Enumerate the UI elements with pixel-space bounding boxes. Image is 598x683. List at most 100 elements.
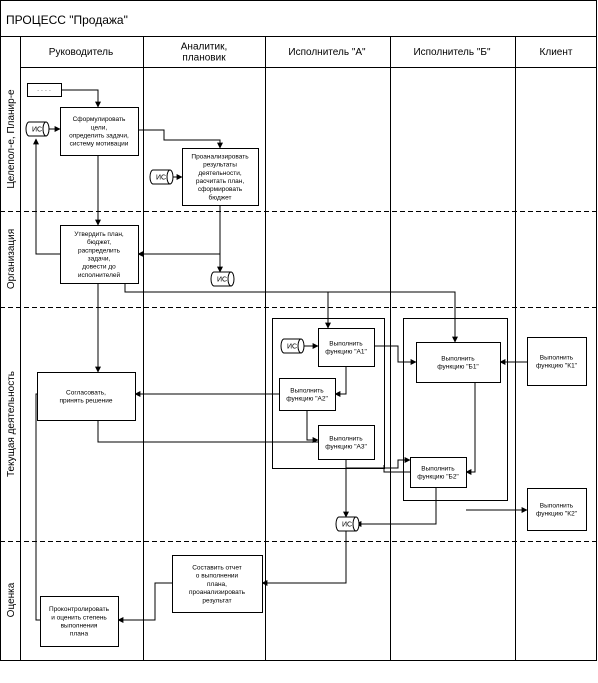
data-store-rim xyxy=(352,516,357,532)
block-k1 xyxy=(527,337,587,386)
block-a1-line-1: Выполнить xyxy=(329,340,363,347)
block-agree-line-2: принять решение xyxy=(60,398,113,405)
block-approve-line-1: Утвердить план, xyxy=(74,231,124,238)
block-b2 xyxy=(410,457,467,488)
block-b2-line-2: функцию "Б2" xyxy=(417,474,459,481)
block-k1-line-1: Выполнить xyxy=(540,354,574,361)
block-k2-line-1: Выполнить xyxy=(540,502,574,509)
block-k1-line-2: функцию "К1" xyxy=(536,363,578,370)
block-control-line-3: выполнения xyxy=(61,623,98,630)
flow-arrow-10 xyxy=(124,283,331,329)
lane-label-4: Оценка xyxy=(6,582,17,617)
block-agree-line-1: Согласовать, xyxy=(66,389,106,396)
block-a1-line-2: функцию "А1" xyxy=(325,349,367,356)
data-store-rim xyxy=(166,169,171,185)
block-analyze-line-6: бюджет xyxy=(209,193,232,201)
column-header-5-line-1: Клиент xyxy=(540,47,573,58)
column-header-1-line-1: Руководитель xyxy=(49,47,113,58)
block-approve xyxy=(60,225,139,284)
flow-arrow-17 xyxy=(97,420,318,443)
data-store-label: ИС xyxy=(342,522,352,529)
block-a3-line-1: Выполнить xyxy=(329,435,363,442)
data-store-label: ИС xyxy=(156,175,166,182)
data-store-rim xyxy=(227,271,232,287)
data-store-is4: ИС xyxy=(280,338,305,354)
block-a3-line-2: функцию "А3" xyxy=(325,444,367,451)
flow-arrow-22 xyxy=(355,487,437,527)
block-control-line-2: и оценить степень xyxy=(51,614,107,621)
block-a2 xyxy=(279,378,336,411)
block-report-line-4: проанализировать xyxy=(189,589,246,596)
block-control-line-4: плана xyxy=(70,631,89,638)
block-report-line-2: о выполнении xyxy=(196,573,239,580)
block-analyze-line-3: деятельности, xyxy=(198,170,241,177)
block-goals-line-2: цели, xyxy=(91,124,107,131)
block-approve-line-6: исполнителей xyxy=(78,271,121,279)
block-b1-line-2: функцию "Б1" xyxy=(437,364,479,371)
flow-arrow-23 xyxy=(346,457,411,469)
block-b2-line-1: Выполнить xyxy=(421,465,455,472)
diagram-frame xyxy=(0,0,597,661)
block-analyze-line-5: сформировать xyxy=(198,186,243,193)
column-header-2-line-2: плановик xyxy=(182,53,226,64)
flow-arrow-1 xyxy=(61,89,101,108)
block-control-line-1: Проконтролировать xyxy=(49,606,110,613)
data-store-is3: ИС xyxy=(210,271,235,287)
lane-label-1: Целепол-е, Планир-е xyxy=(6,89,17,189)
block-agree xyxy=(37,372,136,421)
block-analyze xyxy=(182,148,259,206)
flow-arrows xyxy=(33,89,528,623)
block-a2-line-2: функцию "А2" xyxy=(286,396,328,403)
column-headers: Руководитель Аналитик,плановик Исполнитель… xyxy=(49,42,573,64)
block-approve-line-4: задачи, xyxy=(88,256,111,263)
block-report xyxy=(172,555,263,613)
block-b1-line-1: Выполнить xyxy=(441,355,475,362)
flow-arrow-21 xyxy=(383,465,410,473)
data-store-is2: ИС xyxy=(149,169,174,185)
block-goals-line-3: определить задачи, xyxy=(69,133,129,140)
block-control xyxy=(40,596,119,647)
block-approve-line-2: бюджет, xyxy=(87,238,111,246)
diagram-title: ПРОЦЕСС "Продажа" xyxy=(6,13,128,27)
block-approve-line-5: довести до xyxy=(82,264,116,271)
column-header-4-line-1: Исполнитель "Б" xyxy=(413,47,491,58)
block-goals xyxy=(60,107,139,156)
data-store-label: ИС xyxy=(32,127,42,134)
data-store-is5: ИС xyxy=(335,516,360,532)
data-store-label: ИС xyxy=(217,277,227,284)
flow-arrow-8 xyxy=(33,138,60,255)
flow-arrow-20 xyxy=(465,382,476,475)
flow-arrow-6 xyxy=(137,205,221,257)
flow-arrow-16 xyxy=(306,410,319,443)
data-store-rim xyxy=(297,338,302,354)
data-store-label: ИС xyxy=(287,344,297,351)
block-k2-line-2: функцию "К2" xyxy=(536,511,578,518)
block-report-line-3: плана, xyxy=(207,581,227,588)
flow-arrow-3 xyxy=(138,129,223,149)
block-start xyxy=(27,83,62,97)
block-goals-line-1: Сформулировать xyxy=(73,116,126,123)
block-a2-line-1: Выполнить xyxy=(290,387,324,394)
flow-arrow-26 xyxy=(117,582,172,623)
block-goals-line-4: систему мотивации xyxy=(70,141,129,148)
block-start-line-1: · · · · xyxy=(37,87,51,94)
flow-arrow-11 xyxy=(328,291,458,343)
lane-label-3: Текущая деятельность xyxy=(6,371,17,477)
block-b1 xyxy=(416,342,501,383)
block-a1 xyxy=(318,328,375,367)
block-analyze-line-1: Проанализировать xyxy=(191,153,249,160)
flow-arrow-25 xyxy=(261,531,347,586)
block-k2 xyxy=(527,488,587,531)
flow-arrow-14 xyxy=(334,366,347,397)
flow-arrow-27 xyxy=(35,393,40,621)
block-analyze-line-2: результаты xyxy=(203,162,237,169)
lane-label-2: Организация xyxy=(6,229,17,289)
flow-arrow-13 xyxy=(374,345,417,365)
data-store-is1: ИС xyxy=(25,121,50,137)
column-header-3-line-1: Исполнитель "А" xyxy=(288,47,366,58)
data-store-rim xyxy=(42,121,47,137)
column-header-2-line-1: Аналитик, xyxy=(181,42,228,53)
